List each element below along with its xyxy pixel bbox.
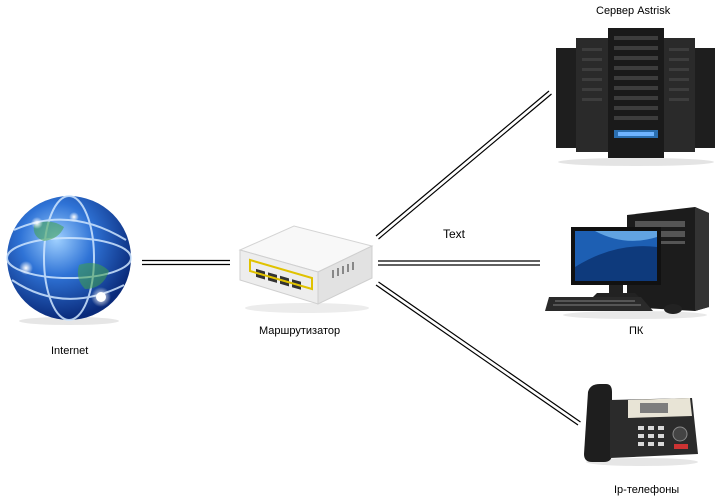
edge-router-pc	[378, 260, 540, 266]
edge-router-server	[375, 90, 552, 240]
edge-internet-router	[142, 259, 230, 266]
edge-label-router-pc: Text	[443, 227, 466, 241]
server-rack-icon	[556, 28, 715, 166]
router-icon	[238, 225, 374, 313]
pc-label: ПК	[629, 325, 644, 337]
phone-label: Ip-телефоны	[614, 484, 680, 496]
server-label: Сервер Astrisk	[596, 5, 671, 17]
edge-router-phone	[375, 281, 581, 426]
desktop-pc-icon	[545, 207, 709, 319]
globe-icon	[6, 195, 132, 325]
internet-label: Internet	[51, 345, 89, 357]
router-label: Маршрутизатор	[259, 325, 341, 337]
ip-phone-icon	[584, 384, 698, 466]
